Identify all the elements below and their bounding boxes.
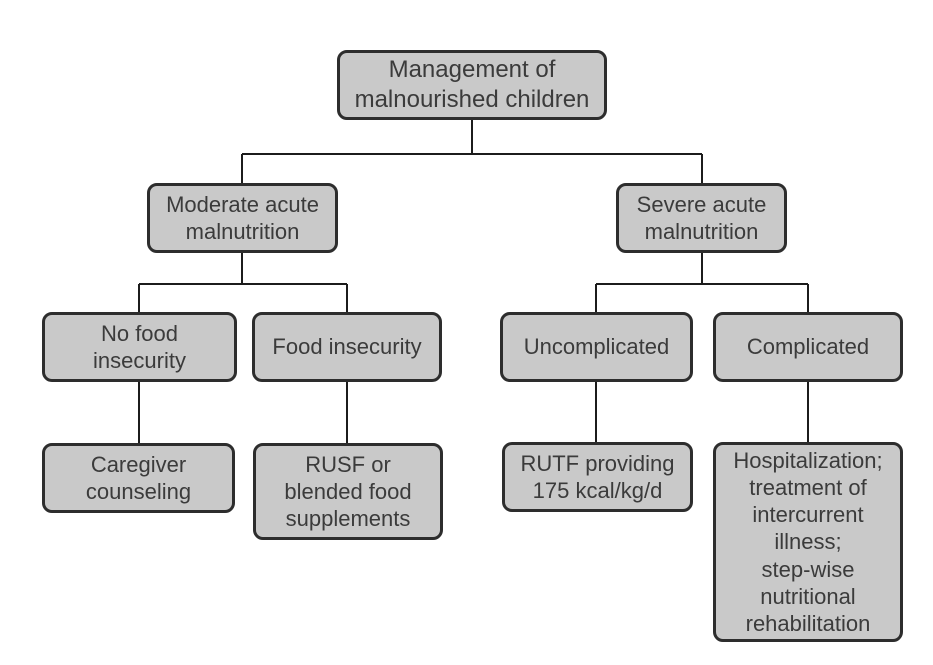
node-label: Severe acute malnutrition <box>636 191 767 244</box>
node-label: Management of malnourished children <box>354 56 590 113</box>
node-label: Uncomplicated <box>523 334 670 360</box>
node-uncomplicated: Uncomplicated <box>500 312 693 382</box>
node-management-of-malnourished-children: Management of malnourished children <box>337 50 607 120</box>
node-moderate-acute-malnutrition: Moderate acute malnutrition <box>147 183 338 253</box>
node-no-food-insecurity: No food insecurity <box>42 312 237 382</box>
node-caregiver-counseling: Caregiver counseling <box>42 443 235 513</box>
node-complicated: Complicated <box>713 312 903 382</box>
node-label: Moderate acute malnutrition <box>166 191 319 244</box>
edge-severe-to-level3 <box>595 253 809 312</box>
edge-level3-to-level4 <box>138 382 809 443</box>
node-label: RUSF or blended food supplements <box>284 451 412 532</box>
node-label: RUTF providing 175 kcal/kg/d <box>520 450 675 503</box>
node-food-insecurity: Food insecurity <box>252 312 442 382</box>
node-rusf-blended-food-supplements: RUSF or blended food supplements <box>253 443 443 540</box>
node-hospitalization: Hospitalization; treatment of intercurre… <box>713 442 903 642</box>
edge-root-to-level2 <box>241 120 703 183</box>
node-label: Food insecurity <box>272 334 422 360</box>
node-severe-acute-malnutrition: Severe acute malnutrition <box>616 183 787 253</box>
node-label: Complicated <box>746 334 870 360</box>
node-rutf-providing: RUTF providing 175 kcal/kg/d <box>502 442 693 512</box>
node-label: No food insecurity <box>93 320 186 373</box>
node-label: Hospitalization; treatment of intercurre… <box>733 447 883 637</box>
edge-moderate-to-level3 <box>138 253 348 312</box>
node-label: Caregiver counseling <box>85 451 192 504</box>
